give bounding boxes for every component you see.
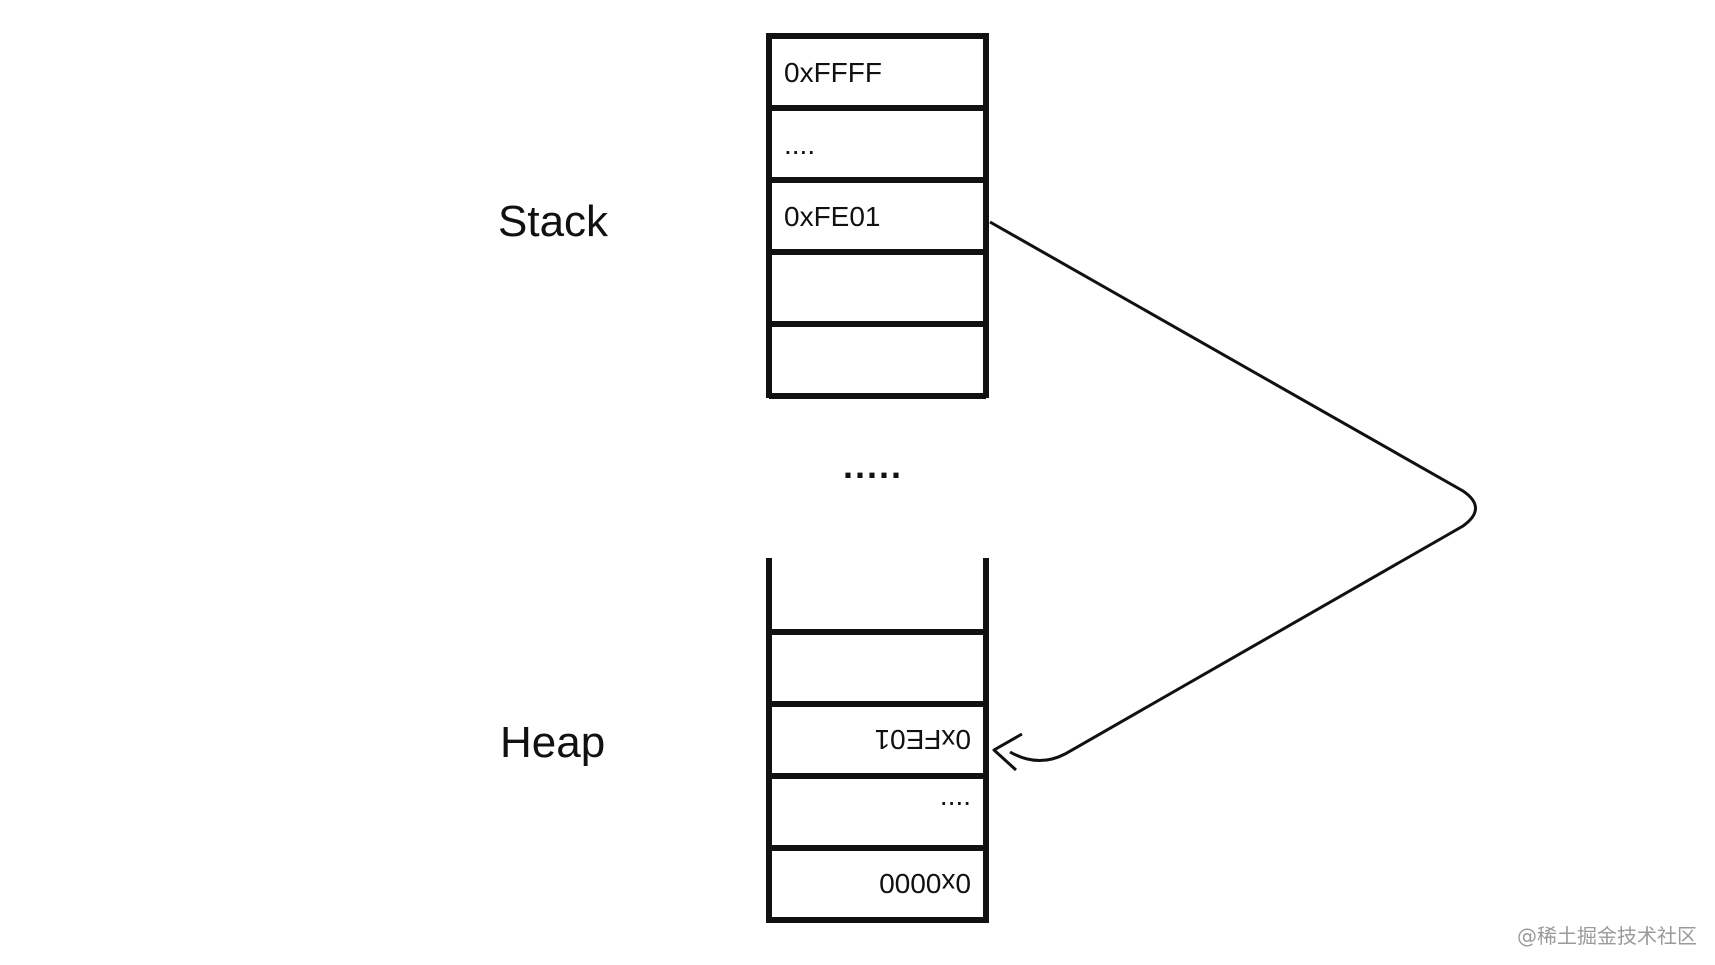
arrowhead-icon (992, 732, 1023, 772)
stack-column: 0xFFFF.... 0xFE01 (766, 33, 989, 399)
stack-label: Stack (498, 197, 609, 246)
watermark: @稀土掘金技术社区 (1517, 924, 1697, 948)
heap-cell-value: .... (940, 796, 971, 827)
pointer-arrow (989, 220, 1477, 762)
heap-label: Heap (500, 718, 605, 767)
heap-cell-value: 0x0000 (879, 868, 971, 899)
gap-ellipsis: ..... (843, 445, 903, 486)
stack-cell-value: 0xFFFF (784, 57, 882, 88)
stack-cell-value: 0xFE01 (784, 201, 881, 232)
stack-cell-value: .... (784, 129, 815, 160)
heap-column: 0xFE01.... 0x0000 (766, 558, 989, 923)
heap-cell-value: 0xFE01 (875, 724, 972, 755)
